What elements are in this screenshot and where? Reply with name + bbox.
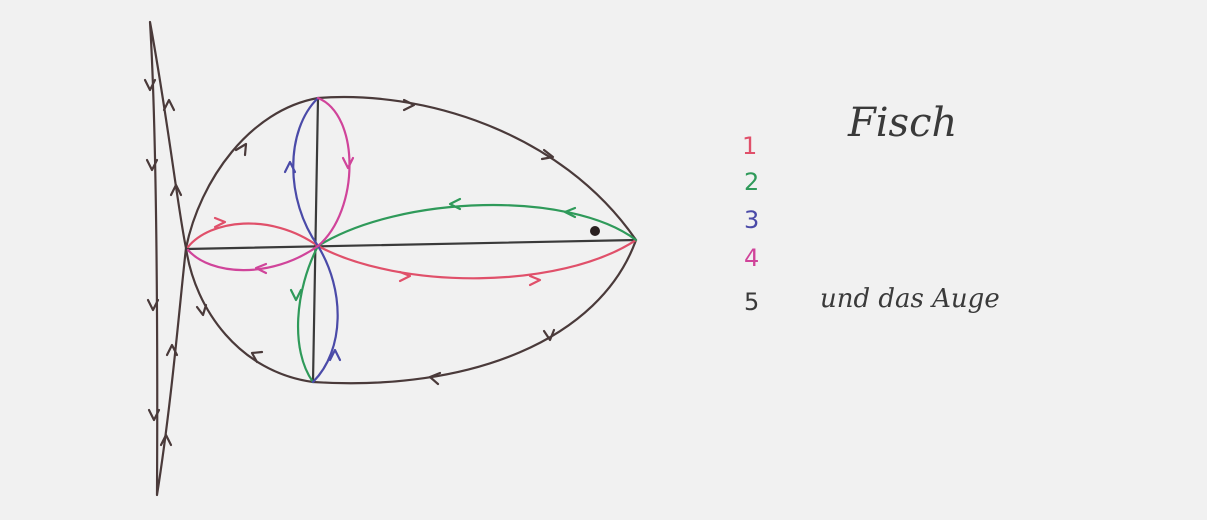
stroke-3-upper-petal: [292, 96, 320, 248]
legend-item-3: 3: [744, 206, 760, 234]
stroke-2-arrow: [448, 197, 462, 211]
stroke-2-right-petal: [316, 203, 638, 248]
outline-arrow: [402, 98, 416, 112]
horizontal-line-stroke: [184, 238, 638, 251]
stroke-2-lower-petal: [296, 244, 320, 384]
diagram-title: Fisch: [848, 100, 958, 146]
tail-arrow: [147, 408, 161, 422]
tail-arrow: [162, 98, 176, 112]
legend-item-5: 5: [744, 288, 760, 316]
stroke-4-arrow: [254, 262, 268, 275]
fish-eye: [590, 226, 600, 236]
stroke-1-arrow: [213, 216, 227, 229]
outline-arrow: [428, 371, 442, 386]
tail-fin-stroke: [148, 20, 188, 497]
outline-arrow: [234, 142, 248, 157]
tail-arrow: [146, 298, 160, 312]
vertical-line-stroke: [311, 96, 320, 384]
outline-arrow: [540, 148, 555, 161]
legend-caption: und das Auge: [820, 284, 1000, 314]
stroke-1-right-petal: [316, 238, 638, 280]
tail-arrow: [159, 433, 173, 447]
stroke-4-arrow: [341, 156, 355, 170]
stroke-2-arrow: [289, 288, 303, 302]
tail-arrow: [165, 343, 179, 357]
outline-arrow: [542, 328, 556, 342]
stroke-1-arrow: [528, 274, 542, 287]
tail-arrow: [145, 158, 159, 172]
stroke-1-arrow: [398, 270, 412, 283]
legend-item-2: 2: [744, 168, 760, 196]
body-outline-stroke: [184, 95, 638, 385]
tail-arrow: [143, 78, 157, 92]
stroke-3-arrow: [283, 160, 297, 174]
stroke-2-arrow: [563, 206, 577, 219]
stroke-3-arrow: [328, 348, 342, 362]
outline-arrow: [195, 303, 208, 317]
tail-arrow: [169, 183, 183, 197]
stroke-4-upper-petal: [316, 96, 351, 248]
outline-arrow: [250, 350, 264, 364]
legend-item-1: 1: [742, 132, 758, 160]
stroke-3-lower-petal: [311, 244, 339, 384]
stroke-1-left-petal: [186, 222, 320, 249]
legend-item-4: 4: [744, 244, 760, 272]
stroke-4-left-petal: [186, 244, 320, 272]
